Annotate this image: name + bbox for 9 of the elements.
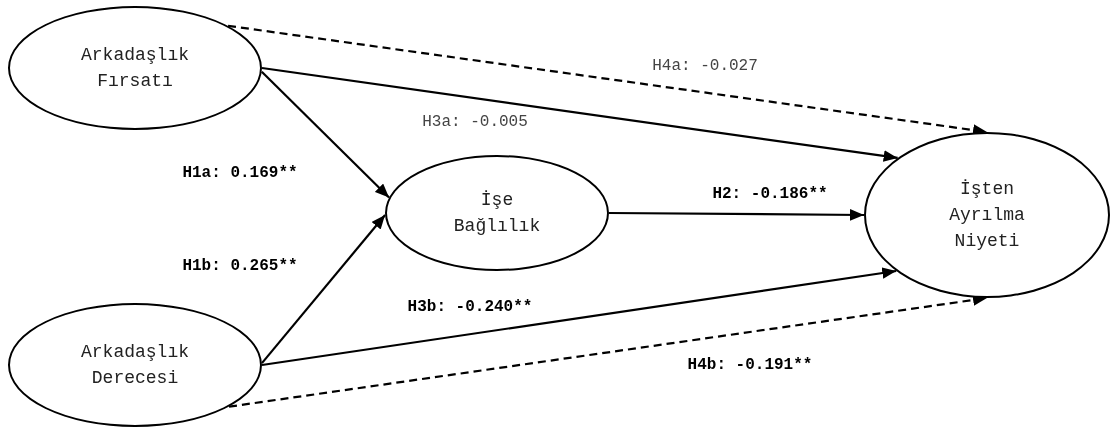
construct-name: İşten Ayrılma Niyeti [948, 178, 1026, 253]
construct-name: İşe Bağlılık [452, 189, 542, 238]
construct-name: Arkadaşlık Derecesi [80, 341, 190, 390]
arrow [261, 214, 386, 364]
arrow [609, 209, 864, 221]
arrow [261, 66, 898, 162]
arrow [261, 70, 390, 199]
construct-name: Arkadaşlık Fırsatı [80, 44, 190, 93]
arrow [261, 267, 897, 367]
